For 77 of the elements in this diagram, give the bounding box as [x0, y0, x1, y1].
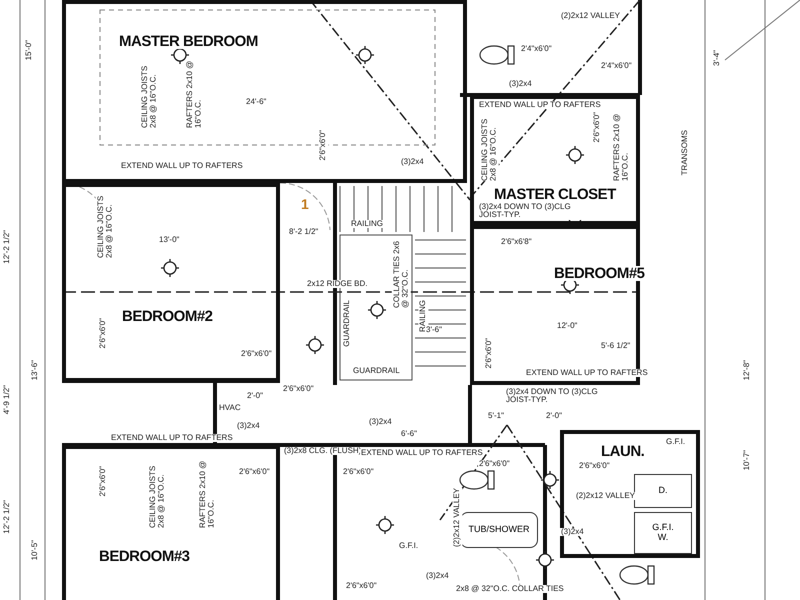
fixture-label: TUB/SHOWER [468, 525, 530, 535]
revision-number: 1 [300, 197, 310, 212]
door-size-text: 2'6"x6'0" [578, 462, 611, 470]
room-name: LAUN. [601, 444, 644, 459]
dimension-text: 12'-0" [556, 322, 578, 330]
framing-note: (3)2x4 [368, 418, 393, 426]
room-name: MASTER BEDROOM [119, 34, 258, 49]
wall-note: EXTEND WALL UP TO RAFTERS [478, 101, 602, 110]
wall-note: EXTEND WALL UP TO RAFTERS [360, 449, 484, 458]
dimension-text: 13'-6" [30, 360, 40, 380]
wall-note: EXTEND WALL UP TO RAFTERS [525, 369, 649, 378]
door-size-text: 2'6"x6'0" [98, 466, 108, 497]
outlet-text: G.F.I. [665, 438, 686, 446]
fixture-label: D. [658, 486, 668, 496]
door-size-text: 2'6"x6'0" [282, 385, 315, 394]
framing-note: (3)2x4 [400, 158, 425, 166]
wall-note: EXTEND WALL UP TO RAFTERS [120, 162, 244, 170]
framing-note: (2)2x12 VALLEY [560, 12, 621, 20]
dimension-text: 12'-2 1/2" [2, 500, 12, 534]
guardrail-text: GUARDRAIL [352, 367, 401, 376]
door-size-text: 2'6"x6'8" [500, 238, 533, 246]
dimension-text: 4'-9 1/2" [2, 385, 12, 414]
door-size-text: 2'6"x6'0" [345, 582, 378, 590]
dimension-text: 5'-1" [487, 412, 505, 420]
framing-note: RAFTERS 2x10 @ 16"O.C. [612, 113, 631, 181]
dimension-text: 13'-0" [158, 236, 180, 244]
room-outline [560, 430, 700, 558]
room-name: BEDROOM#3 [99, 549, 190, 564]
dimension-text: 15'-0" [24, 40, 34, 60]
dimension-text: 3'-4" [712, 50, 722, 66]
dimension-text: 12'-8" [742, 360, 752, 380]
hvac-text: HVAC [218, 404, 242, 412]
door-size-text: 2'6"x6'0" [318, 130, 328, 161]
transom-text: TRANSOMS [680, 130, 690, 176]
dimension-text: 8'-2 1/2" [288, 228, 320, 236]
dimension-text: 3'-6" [425, 326, 443, 334]
guardrail-text: GUARDRAIL [342, 300, 352, 347]
appliance-outline [634, 474, 692, 508]
door-size-text: 2'6"x6'0" [342, 468, 375, 476]
wall-note: EXTEND WALL UP TO RAFTERS [110, 434, 234, 442]
dimension-text: 24'-6" [245, 98, 268, 106]
framing-note: (3)2x4 DOWN TO (3)CLG JOIST-TYP. [478, 203, 585, 220]
framing-note: (3)2x4 [508, 80, 533, 88]
door-size-text: 2'4"x6'0" [600, 62, 633, 70]
room-name: BEDROOM#5 [554, 266, 645, 281]
framing-note: COLLAR TIES 2x6 @ 32"O.C. [392, 240, 411, 308]
outlet-text: G.F.I. [398, 542, 420, 550]
ridge-board-text: 2x12 RIDGE BD. [306, 280, 368, 288]
door-size-text: 2'6"x6'0" [484, 338, 494, 369]
framing-note: (2)2x12 VALLEY [452, 488, 462, 547]
dimension-text: 2'-0" [545, 412, 563, 420]
fixture-label: G.F.I. [652, 523, 674, 533]
framing-note: 2x8 @ 32"O.C. COLLAR TIES [455, 585, 565, 594]
dimension-text: 10'-7" [742, 450, 752, 470]
dimension-text: 12'-2 1/2" [2, 230, 12, 264]
framing-note: RAFTERS 2x10 @ 16"O.C. [198, 460, 217, 528]
door-size-text: 2'6"x6'0" [98, 318, 108, 349]
dimension-text: 2'-0" [246, 392, 264, 400]
dimension-text: 5'-6 1/2" [600, 342, 632, 350]
tub-shower-drawing [460, 512, 538, 548]
dimension-text: 10'-5" [30, 540, 40, 560]
framing-note: (3)2x4 [425, 572, 450, 580]
door-size-text: 2'4"x6'0" [520, 45, 553, 54]
door-size-text: 2'6"x6'0" [592, 112, 602, 143]
framing-note: (3)2x4 [560, 528, 585, 536]
door-size-text: 2'6"x6'0" [238, 468, 271, 476]
dimension-text: 6'-6" [400, 430, 418, 438]
door-size-text: 2'6"x6'0" [240, 350, 273, 358]
railing-text: RAILING [350, 220, 384, 228]
room-name: MASTER CLOSET [494, 187, 616, 202]
room-name: BEDROOM#2 [122, 309, 213, 324]
appliance-outline [634, 512, 692, 554]
framing-note: RAFTERS 2x10 @ 16"O.C. [185, 60, 204, 128]
door-size-text: 2'6"x6'0" [478, 460, 511, 468]
framing-note: (3)2x4 [236, 422, 261, 430]
fixture-label: W. [658, 533, 668, 543]
framing-note: (2)2x12 VALLEY [575, 492, 636, 500]
